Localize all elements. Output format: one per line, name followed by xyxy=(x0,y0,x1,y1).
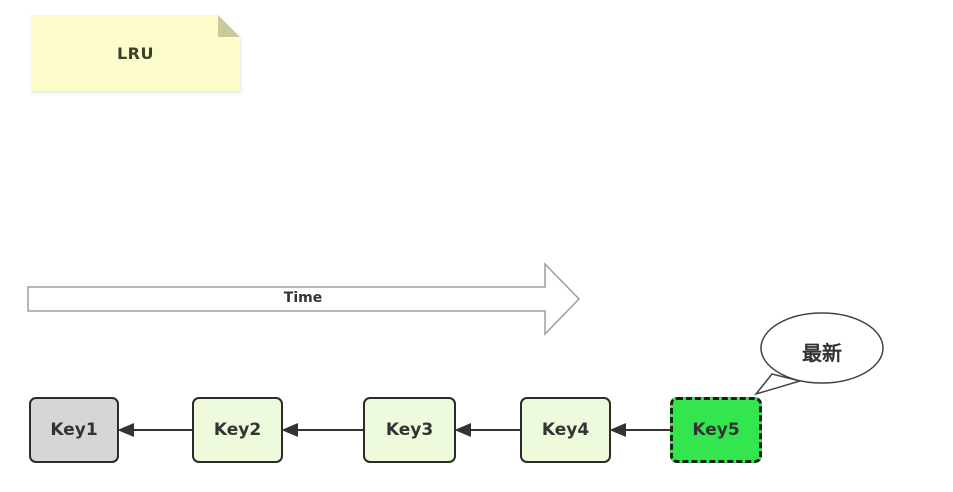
node-key1: Key1 xyxy=(29,397,119,463)
time-arrow-shape xyxy=(27,262,581,336)
node-key5: Key5 xyxy=(670,397,762,463)
edge-key2-key1-arrowhead xyxy=(117,422,134,438)
node-key2-label: Key2 xyxy=(213,420,262,440)
callout-label: 最新 xyxy=(802,341,842,365)
sticky-note-label: LRU xyxy=(116,43,154,63)
node-key3: Key3 xyxy=(363,397,456,463)
node-key2: Key2 xyxy=(192,397,283,463)
node-key5-label: Key5 xyxy=(692,420,740,440)
node-key4: Key4 xyxy=(520,397,611,463)
edge-key3-key2-arrowhead xyxy=(281,422,298,438)
node-key3-label: Key3 xyxy=(385,420,434,440)
edge-key5-key4-arrowhead xyxy=(609,422,626,438)
callout-bubble-tail xyxy=(753,373,803,396)
time-arrow-label: Time xyxy=(283,290,323,306)
callout-bubble xyxy=(760,312,884,384)
node-key1-label: Key1 xyxy=(50,420,98,440)
sticky-note-body: LRU xyxy=(31,15,240,91)
node-key4-label: Key4 xyxy=(541,420,590,440)
sticky-note-fold-corner xyxy=(218,15,240,37)
edge-key4-key3-arrowhead xyxy=(454,422,471,438)
lru-sticky-note: LRU xyxy=(31,15,240,91)
